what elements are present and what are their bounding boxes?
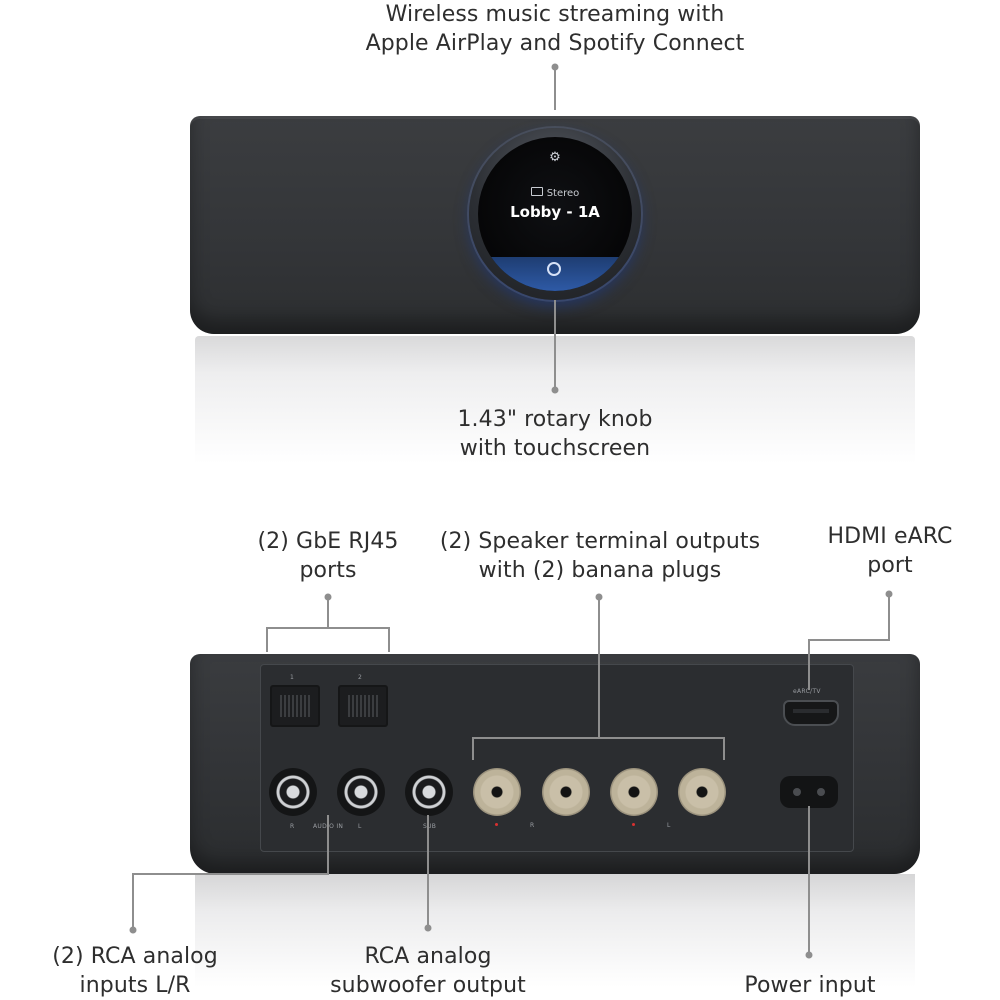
speaker-terminal-r-negative [542, 768, 590, 816]
callout-power: Power input [744, 973, 876, 998]
callout-hdmi: HDMI eARC port [827, 524, 953, 578]
hdmi-earc-port [783, 700, 839, 726]
callout-rca-subwoofer: RCA analog subwoofer output [330, 944, 526, 998]
polarity-dot-r [495, 823, 498, 826]
source-tag: Stereo [478, 187, 632, 199]
rj45-port-1 [270, 685, 320, 727]
rca-subwoofer-output [405, 768, 453, 816]
power-input-socket [780, 776, 838, 808]
rca-input-right [269, 768, 317, 816]
sub-label: SUB [423, 823, 437, 830]
speaker-r-label: R [530, 822, 535, 829]
speaker-l-label: L [667, 822, 671, 829]
speaker-terminal-r-positive [473, 768, 521, 816]
callout-gbe-ports: (2) GbE RJ45 ports [257, 529, 399, 583]
rca-l-label: L [358, 823, 362, 830]
callout-speaker-terminals: (2) Speaker terminal outputs with (2) ba… [439, 529, 761, 583]
callout-wireless: Wireless music streaming with Apple AirP… [365, 2, 745, 56]
rca-input-left [337, 768, 385, 816]
polarity-dot-l [632, 823, 635, 826]
leader-dot-hdmi [885, 590, 893, 598]
callout-knob: 1.43" rotary knob with touchscreen [457, 407, 653, 461]
stereo-icon [530, 187, 543, 196]
hdmi-label: eARC/TV [793, 688, 821, 695]
leader-dot-wireless [551, 63, 559, 71]
gear-icon: ⚙ [549, 150, 561, 165]
rj45-port-2-label: 2 [358, 674, 363, 681]
knob-bottom-bar [478, 257, 632, 291]
speaker-terminal-l-negative [678, 768, 726, 816]
knob-touchscreen: ⚙ Stereo Lobby - 1A [478, 137, 632, 291]
callout-rca-inputs: (2) RCA analog inputs L/R [52, 944, 218, 998]
audio-in-label: AUDIO IN [313, 823, 344, 830]
rca-r-label: R [290, 823, 295, 830]
airplay-icon [547, 262, 561, 276]
leader-dot-rca-inputs [129, 926, 137, 934]
speaker-terminal-l-positive [610, 768, 658, 816]
leader-dot-rj45 [324, 593, 332, 601]
leader-dot-speaker [595, 593, 603, 601]
bracket-rj45 [266, 627, 390, 652]
source-tag-label: Stereo [546, 188, 580, 199]
rj45-port-2 [338, 685, 388, 727]
zone-name: Lobby - 1A [510, 203, 600, 221]
rj45-port-1-label: 1 [290, 674, 295, 681]
